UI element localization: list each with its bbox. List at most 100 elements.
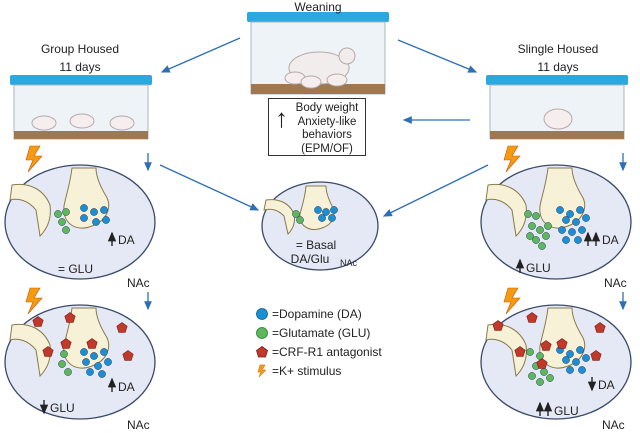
glutamate-marker	[546, 374, 554, 382]
basal-line1: = Basal	[295, 238, 337, 252]
dopamine-marker	[566, 350, 574, 358]
dopamine-marker	[104, 358, 112, 366]
legend-item-k-stimulus: =K+ stimulus	[255, 361, 395, 380]
basal-nac-label: NAc	[340, 258, 358, 268]
k-stimulus-bolts	[25, 145, 521, 315]
single2-glu-label: GLU	[554, 404, 579, 418]
molecule-markers	[32, 204, 606, 386]
legend-label: =K+ stimulus	[272, 363, 342, 378]
dopamine-marker	[318, 214, 326, 222]
legend-label: =CRF-R1 antagonist	[272, 344, 382, 359]
glutamate-marker	[62, 226, 70, 234]
dopamine-marker	[102, 216, 110, 224]
single2-nac-label: NAc	[602, 418, 625, 432]
glutamate-marker	[544, 222, 552, 230]
glutamate-marker	[532, 212, 540, 220]
group-cage	[10, 75, 152, 140]
crf-antagonist-marker	[64, 312, 76, 323]
group2-da-label: DA	[118, 380, 135, 394]
dopamine-marker	[328, 214, 336, 222]
nac-circle-group-1	[4, 164, 156, 280]
arrow-to-single	[397, 39, 478, 73]
single-cage	[486, 75, 628, 140]
outcome-box: ↑ Body weight Anxiety-like behaviors (EP…	[268, 98, 366, 156]
dopamine-marker	[556, 206, 564, 214]
dopamine-marker	[582, 214, 590, 222]
crf-antagonist-marker	[86, 338, 98, 349]
red-pentagon-icon	[256, 345, 268, 357]
arrow-to-group	[160, 37, 241, 73]
crf-antagonist-marker	[32, 316, 44, 327]
group-heading: Group Housed	[40, 42, 120, 56]
dopamine-marker	[574, 236, 582, 244]
dopamine-marker	[94, 362, 102, 370]
glutamate-marker	[528, 372, 536, 380]
legend-label: =Glutamate (GLU)	[272, 325, 371, 340]
glutamate-marker	[538, 242, 546, 250]
arrow-single-to-basal	[382, 164, 489, 217]
dopamine-marker	[80, 214, 88, 222]
glutamate-marker	[292, 210, 300, 218]
dopamine-marker	[572, 358, 580, 366]
glutamate-marker	[526, 348, 534, 356]
dopamine-marker	[82, 358, 90, 366]
dopamine-marker	[90, 352, 98, 360]
glutamate-marker	[60, 350, 68, 358]
dopamine-marker	[90, 208, 98, 216]
crf-antagonist-marker	[116, 322, 128, 333]
nac-circle-single-2	[480, 304, 632, 420]
dopamine-marker	[566, 366, 574, 374]
lightning-icon	[25, 287, 43, 315]
legend-item-crf: =CRF-R1 antagonist	[255, 342, 395, 361]
flow-arrows	[144, 37, 627, 311]
weaning-title: Weaning	[294, 0, 342, 14]
group1-glu-label: = GLU	[58, 262, 94, 276]
crf-antagonist-marker	[42, 346, 54, 357]
dopamine-marker	[578, 226, 586, 234]
single1-glu-label: GLU	[526, 261, 551, 275]
green-circle-icon	[256, 326, 268, 339]
box-line3: behaviors	[302, 129, 352, 141]
crf-antagonist-marker	[514, 346, 526, 357]
arrow-group-to-basal	[159, 164, 260, 211]
glutamate-marker	[58, 218, 66, 226]
single1-da-label: DA	[602, 233, 619, 247]
lightning-icon	[503, 287, 521, 315]
legend-label: =Dopamine (DA)	[272, 306, 362, 321]
nac-circle-single-1	[480, 164, 632, 280]
group2-nac-label: NAc	[127, 418, 150, 432]
lightning-icon	[257, 364, 267, 377]
dopamine-marker	[558, 226, 566, 234]
dopamine-marker	[578, 366, 586, 374]
legend: =Dopamine (DA) =Glutamate (GLU) =CRF-R1 …	[255, 304, 395, 380]
glutamate-marker	[64, 368, 72, 376]
blue-circle-icon	[256, 307, 268, 320]
dopamine-marker	[330, 206, 338, 214]
glutamate-marker	[62, 208, 70, 216]
dopamine-marker	[100, 348, 108, 356]
dopamine-marker	[92, 218, 100, 226]
group2-glu-label: GLU	[50, 401, 75, 415]
change-arrows	[39, 231, 601, 416]
glutamate-marker	[54, 210, 62, 218]
dopamine-marker	[98, 370, 106, 378]
legend-item-dopamine: =Dopamine (DA)	[255, 304, 395, 323]
box-line2: Anxiety-like	[297, 115, 357, 128]
group1-nac-label: NAc	[127, 276, 150, 290]
dopamine-marker	[86, 368, 94, 376]
crf-antagonist-marker	[122, 350, 134, 361]
dopamine-marker	[562, 356, 570, 364]
crf-antagonist-marker	[556, 338, 568, 349]
box-line1: Body weight	[295, 102, 359, 114]
up-arrow-icon: ↑	[275, 103, 288, 133]
dopamine-marker	[576, 346, 584, 354]
lightning-icon	[25, 145, 43, 173]
crf-antagonist-marker	[594, 322, 606, 333]
lightning-icon	[503, 145, 521, 173]
single1-nac-label: NAc	[604, 276, 627, 290]
glutamate-marker	[526, 232, 534, 240]
glutamate-marker	[532, 236, 540, 244]
glutamate-marker	[536, 378, 544, 386]
dopamine-marker	[568, 228, 576, 236]
